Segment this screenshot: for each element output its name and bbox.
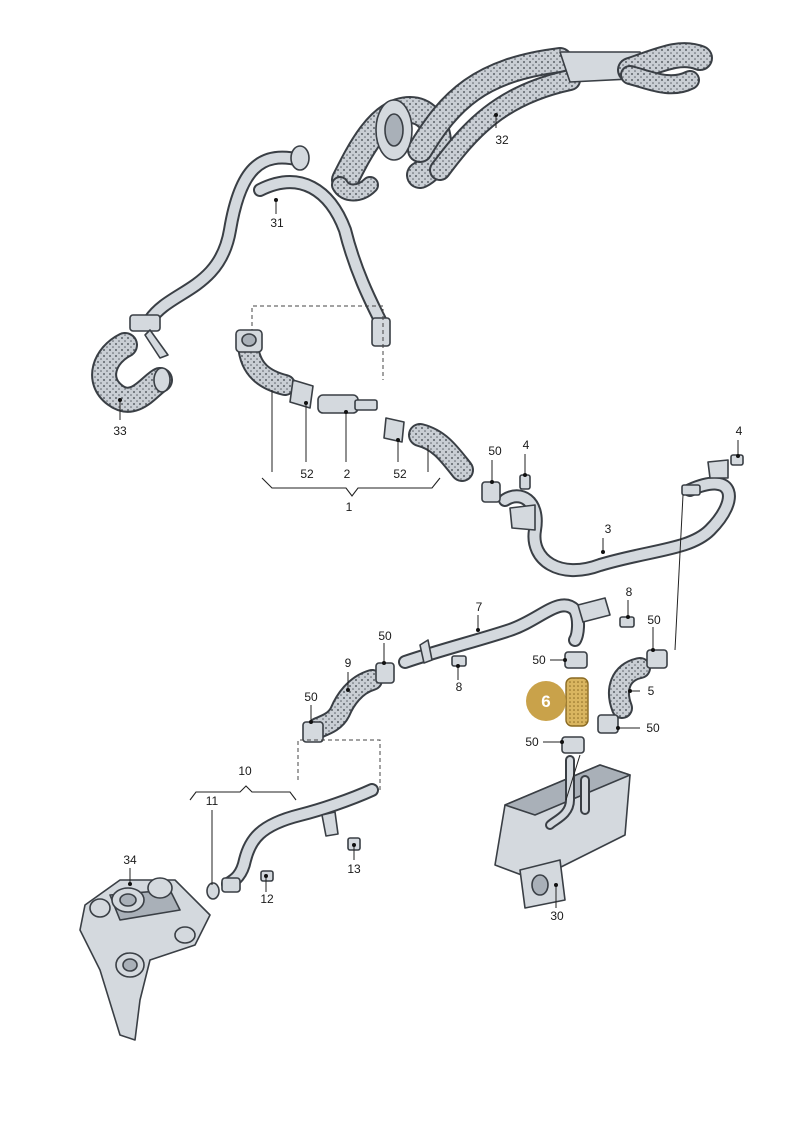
label-50-upper: 50 [488, 444, 502, 458]
label-5: 5 [648, 684, 655, 698]
label-7: 7 [476, 600, 483, 614]
label-50-right-lower: 50 [646, 721, 660, 735]
leader-lines [118, 113, 740, 908]
label-52-right: 52 [393, 467, 407, 481]
label-4-upper: 4 [523, 438, 530, 452]
label-10: 10 [238, 764, 252, 778]
label-30: 30 [550, 909, 564, 923]
label-1: 1 [346, 500, 353, 514]
highlighted-hose-6 [565, 677, 589, 727]
label-8-lower: 8 [456, 680, 463, 694]
label-50-bottom: 50 [525, 735, 539, 749]
label-13: 13 [347, 862, 361, 876]
hoses-mid [302, 481, 668, 754]
label-2: 2 [344, 467, 351, 481]
label-34: 34 [123, 853, 137, 867]
highlight-label: 6 [541, 692, 550, 711]
label-50-mid: 50 [378, 629, 392, 643]
label-3: 3 [605, 522, 612, 536]
assembly-1 [235, 305, 474, 482]
label-31: 31 [270, 216, 284, 230]
label-33: 33 [113, 424, 127, 438]
label-9: 9 [345, 656, 352, 670]
clamps-50 [302, 481, 668, 754]
hose-assembly-32 [331, 42, 713, 202]
label-50-center: 50 [532, 653, 546, 667]
pipe-7 [398, 597, 611, 669]
part-labels: 32 31 33 52 2 52 1 50 4 4 3 7 8 50 50 50… [113, 133, 742, 923]
housing-34 [79, 877, 211, 1041]
heat-exchanger-30 [494, 755, 631, 909]
label-50-right-upper: 50 [647, 613, 661, 627]
label-50-left: 50 [304, 690, 318, 704]
label-52-left: 52 [300, 467, 314, 481]
hose-33 [91, 332, 173, 413]
pipe-3 [498, 459, 736, 577]
label-8-upper: 8 [626, 585, 633, 599]
label-11: 11 [206, 794, 219, 808]
highlight-badge-6[interactable]: 6 [526, 681, 566, 721]
pipe-31 [129, 145, 391, 359]
pipe-10 [206, 739, 381, 900]
label-32: 32 [495, 133, 509, 147]
label-4-right: 4 [736, 424, 743, 438]
label-12: 12 [260, 892, 274, 906]
